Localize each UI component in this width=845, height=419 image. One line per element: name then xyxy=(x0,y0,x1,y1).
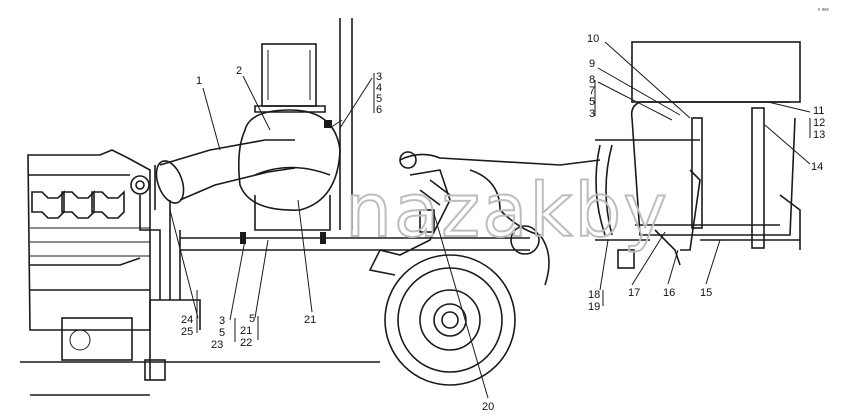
callout-23: 23 xyxy=(211,339,223,351)
callout-17: 17 xyxy=(628,287,640,299)
callout-16: 16 xyxy=(663,287,675,299)
callout-4: 4 xyxy=(376,82,382,94)
callout-20: 20 xyxy=(482,401,494,413)
callout-3-right: 3 xyxy=(589,108,595,120)
right-air-cleaner xyxy=(595,41,801,269)
callouts: 1 2 3 4 5 6 10 9 8 7 5 3 11 12 13 14 24 … xyxy=(181,33,825,413)
callout-5-mid: 5 xyxy=(249,313,255,325)
callout-2: 2 xyxy=(236,65,242,77)
callout-5-top: 5 xyxy=(376,93,382,105)
left-engine-block xyxy=(20,149,380,396)
flywheel xyxy=(384,254,516,386)
callout-13: 13 xyxy=(813,129,825,141)
callout-21-mid: 21 xyxy=(240,325,252,337)
callout-19: 19 xyxy=(588,301,600,313)
callout-7: 7 xyxy=(589,85,595,97)
callout-15: 15 xyxy=(700,287,712,299)
callout-3-top: 3 xyxy=(376,71,382,83)
leader-lines xyxy=(169,41,811,399)
callout-3-bottom: 3 xyxy=(219,315,225,327)
callout-10: 10 xyxy=(587,33,599,45)
callout-24: 24 xyxy=(181,314,193,326)
cylinder-head-ports xyxy=(31,190,125,219)
callout-18: 18 xyxy=(588,289,600,301)
callout-6: 6 xyxy=(376,104,382,116)
callout-21: 21 xyxy=(304,314,316,326)
callout-14: 14 xyxy=(811,161,823,173)
callout-9: 9 xyxy=(589,58,595,70)
frame-rail xyxy=(150,232,530,330)
left-air-cleaner xyxy=(238,18,353,231)
intake-pipe xyxy=(130,139,296,300)
callout-8: 8 xyxy=(589,74,595,86)
callout-1: 1 xyxy=(196,75,202,87)
callout-5-right: 5 xyxy=(589,96,595,108)
callout-22: 22 xyxy=(240,337,252,349)
callout-12: 12 xyxy=(813,117,825,129)
callout-5-bottom: 5 xyxy=(219,327,225,339)
watermark: nazakby xyxy=(345,168,669,254)
corner-mark: ᵉ ᵃᵃᵃ xyxy=(818,8,829,14)
callout-25: 25 xyxy=(181,326,193,338)
callout-11: 11 xyxy=(813,105,824,117)
